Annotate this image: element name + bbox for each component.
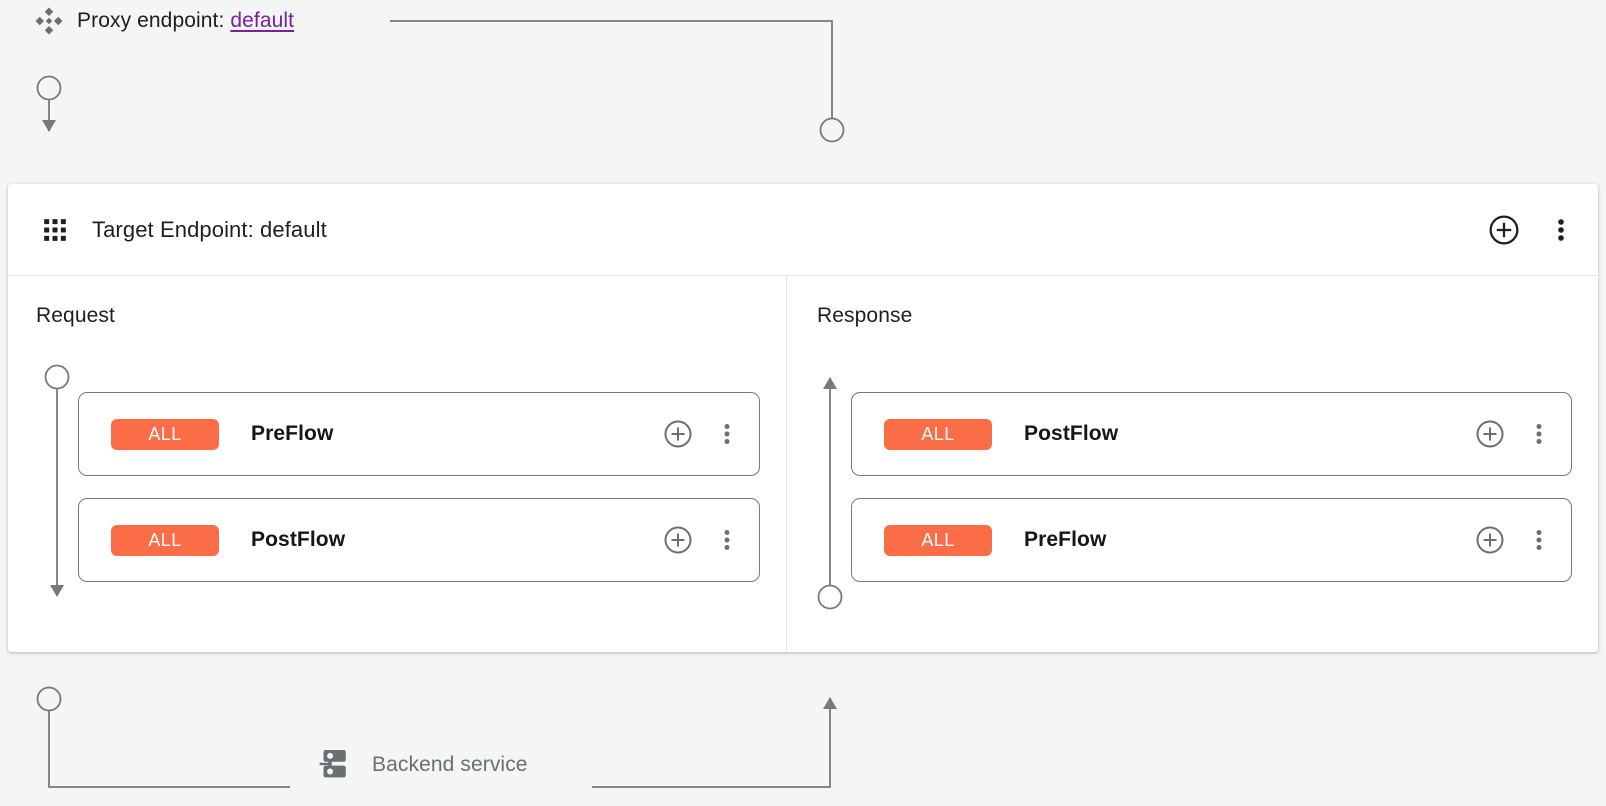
response-column-title: Response — [817, 304, 913, 327]
apps-grid-icon — [44, 218, 66, 241]
request-flow-rail — [44, 364, 70, 597]
proxy-endpoint-row: Proxy endpoint: default — [34, 6, 294, 36]
add-circle-icon — [664, 420, 692, 448]
add-circle-icon — [664, 526, 692, 554]
flow-menu-button[interactable] — [1529, 525, 1549, 555]
flow-name: PreFlow — [251, 422, 334, 445]
target-endpoint-menu-button[interactable] — [1550, 214, 1572, 246]
flow-menu-button[interactable] — [717, 419, 737, 449]
more-vert-icon — [1558, 218, 1564, 241]
proxy-diamond-icon — [35, 7, 63, 35]
flow-card[interactable]: ALL PreFlow — [78, 392, 760, 476]
flow-menu-button[interactable] — [717, 525, 737, 555]
status-badge: ALL — [111, 524, 219, 556]
flow-card[interactable]: ALL PreFlow — [851, 498, 1572, 582]
flow-card-actions — [663, 525, 737, 555]
more-vert-icon — [1536, 530, 1542, 550]
request-column: Request ALL PreFlow — [8, 276, 786, 651]
target-endpoint-actions — [1488, 214, 1572, 246]
flow-name: PreFlow — [1024, 528, 1107, 551]
flow-menu-button[interactable] — [1529, 419, 1549, 449]
response-flow-list: ALL PostFlow — [851, 392, 1572, 582]
flow-columns: Request ALL PreFlow — [8, 276, 1598, 651]
wire-target-to-backend — [36, 686, 290, 788]
proxy-endpoint-prefix: Proxy endpoint: — [77, 9, 231, 32]
request-column-title: Request — [36, 304, 115, 327]
wire-backend-to-target — [592, 697, 837, 788]
page-title: Target Endpoint: default — [92, 216, 327, 242]
flow-card[interactable]: ALL PostFlow — [78, 498, 760, 582]
add-policy-button[interactable] — [663, 525, 693, 555]
status-badge: ALL — [111, 418, 219, 450]
proxy-endpoint-link[interactable]: default — [230, 9, 295, 32]
proxy-endpoint-label: Proxy endpoint: default — [77, 9, 294, 33]
server-stack-icon — [319, 749, 346, 778]
wire-proxy-down — [36, 75, 62, 132]
more-vert-icon — [1536, 424, 1542, 444]
more-vert-icon — [724, 530, 730, 550]
add-policy-button[interactable] — [663, 419, 693, 449]
add-policy-button[interactable] — [1475, 525, 1505, 555]
backend-service-label: Backend service — [372, 753, 528, 776]
response-column: Response ALL PostFlow — [786, 276, 1598, 651]
target-endpoint-header: Target Endpoint: default — [8, 184, 1598, 276]
add-circle-icon — [1489, 215, 1519, 244]
flow-name: PostFlow — [251, 528, 346, 551]
flow-card[interactable]: ALL PostFlow — [851, 392, 1572, 476]
add-policy-button[interactable] — [1475, 419, 1505, 449]
request-flow-list: ALL PreFlow — [78, 392, 760, 582]
flow-card-actions — [663, 419, 737, 449]
add-circle-icon — [1476, 420, 1504, 448]
more-vert-icon — [724, 424, 730, 444]
response-flow-rail — [817, 377, 843, 610]
flow-name: PostFlow — [1024, 422, 1119, 445]
add-policy-button[interactable] — [1488, 214, 1520, 246]
add-circle-icon — [1476, 526, 1504, 554]
flow-card-actions — [1475, 419, 1549, 449]
flow-card-actions — [1475, 525, 1549, 555]
target-endpoint-panel: Target Endpoint: default — [8, 184, 1598, 652]
wire-proxy-to-target — [390, 20, 845, 143]
status-badge: ALL — [884, 418, 992, 450]
backend-service-node[interactable]: Backend service — [318, 748, 528, 782]
status-badge: ALL — [884, 524, 992, 556]
